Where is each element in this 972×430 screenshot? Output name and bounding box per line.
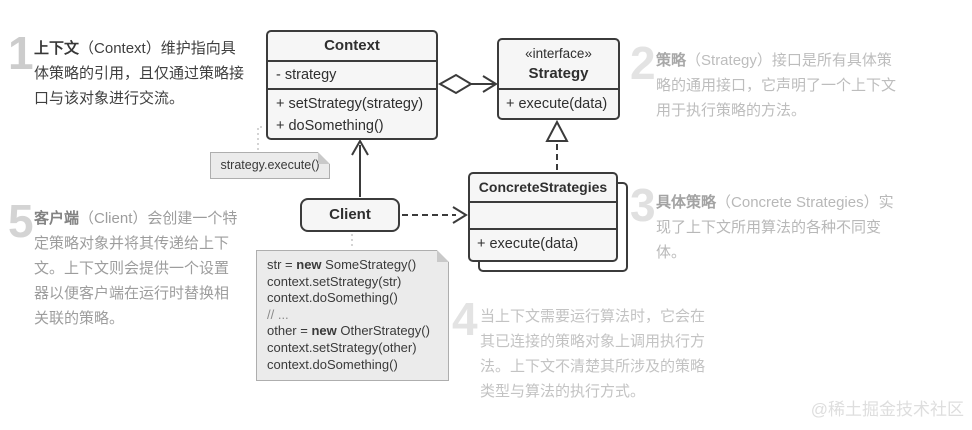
code-line: context.setStrategy(other) [267,339,417,355]
concrete-method-execute: + execute(data) [470,228,616,258]
note-fold-corner [437,250,449,262]
context-method-dosomething: + doSomething() [276,118,384,134]
context-attribute-strategy: - strategy [268,60,436,88]
code-line: context.doSomething() [267,356,398,372]
call-note: strategy.execute() [210,152,330,179]
aggregation-diamond [437,73,473,95]
strategy-class-title: Strategy [528,65,589,82]
call-note-text: strategy.execute() [220,158,320,172]
code-line: context.doSomething() [267,290,398,306]
class-box-strategy-interface: «interface» Strategy + execute(data) [497,38,620,120]
strategy-title-block: «interface» Strategy [499,40,618,88]
annotation-2-number: 2 [630,37,656,89]
annotation-5-text: 客户端（Client）会创建一个特定策略对象并将其传递给上下文。上下文则会提供一… [34,210,238,327]
realization-triangle [545,119,569,142]
annotation-1-number: 1 [8,27,34,79]
note-fold-corner [318,152,330,164]
client-context-arrowhead [351,138,369,156]
dotted-link-callnote-context [257,126,265,150]
annotation-4-text: 当上下文需要运行算法时，它会在其已连接的策略对象上调用执行方法。上下文不清楚其所… [480,308,706,400]
annotation-5-number: 5 [8,195,34,247]
code-line: context.setStrategy(str) [267,273,402,289]
code-line: other = new OtherStrategy() [267,323,430,339]
annotation-1-text: 上下文（Context）维护指向具体策略的引用，且仅通过策略接口与该对象进行交流… [34,40,245,107]
context-method-setstrategy: + setStrategy(strategy) [276,96,424,112]
class-box-client: Client [300,198,400,232]
code-line-comment: // ... [267,306,289,322]
annotation-3-number: 3 [630,179,656,231]
annotation-3-text: 具体策略（Concrete Strategies）实现了上下文所用算法的各种不同… [656,194,894,261]
concrete-empty-compartment [470,201,616,228]
strategy-method-execute: + execute(data) [499,88,618,118]
annotation-4-number: 4 [452,293,478,345]
concrete-class-title: ConcreteStrategies [478,179,608,195]
context-class-title: Context [324,37,380,54]
aggregation-arrowhead [482,75,498,93]
class-box-context: Context - strategy + setStrategy(strateg… [266,30,438,140]
client-concrete-arrowhead [452,206,468,224]
class-box-concrete-strategies: ConcreteStrategies + execute(data) [468,172,618,262]
context-methods: + setStrategy(strategy) + doSomething() [268,88,436,140]
annotation-2-text: 策略（Strategy）接口是所有具体策略的通用接口，它声明了一个上下文用于执行… [656,52,897,119]
code-line: str = new SomeStrategy() [267,257,417,272]
watermark: @稀土掘金技术社区 [810,400,964,419]
code-note: str = new SomeStrategy() context.setStra… [256,250,449,381]
strategy-stereotype: «interface» [525,46,592,61]
